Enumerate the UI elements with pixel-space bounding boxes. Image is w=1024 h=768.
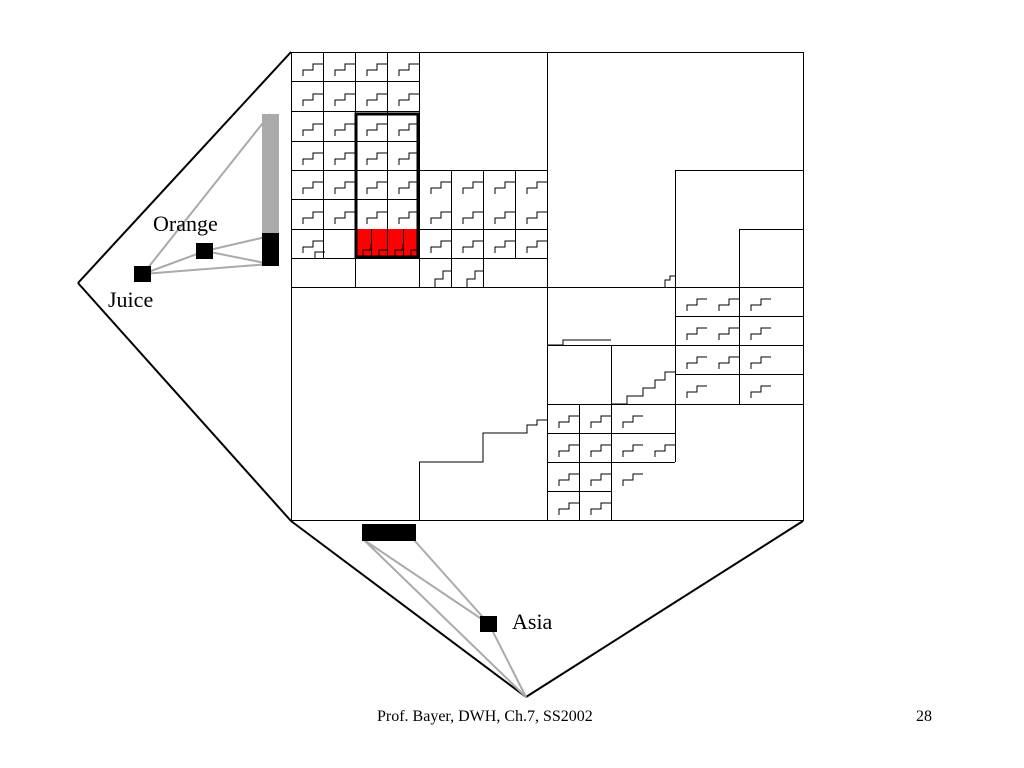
query-box xyxy=(354,112,420,259)
juice-node xyxy=(134,266,151,282)
orange-node xyxy=(196,243,213,259)
asia-node xyxy=(480,616,497,632)
asia-range-bar xyxy=(362,524,416,541)
bar-left-to-asia-line xyxy=(363,539,490,625)
partition-grid xyxy=(291,52,804,521)
orange-to-black-top-line xyxy=(204,235,271,252)
product-range-bar xyxy=(262,114,279,236)
query-result-region xyxy=(355,229,419,258)
left-projection-top-edge xyxy=(77,51,292,284)
left-projection-bottom-edge xyxy=(77,282,292,522)
projection-outline xyxy=(77,51,804,698)
juice-to-orange-line xyxy=(142,250,206,275)
orange-juice-range-bar xyxy=(262,233,279,266)
juice-label: Juice xyxy=(108,287,154,312)
asia-to-apex-line xyxy=(488,623,527,698)
bar-right-to-asia-line xyxy=(413,539,490,625)
bottom-projection-left-edge xyxy=(290,520,527,698)
asia-label: Asia xyxy=(512,609,553,634)
juice-to-range-bottom-line xyxy=(142,263,271,275)
hierarchy-lines xyxy=(142,113,527,698)
page-number: 28 xyxy=(916,708,932,725)
juice-to-range-top-line xyxy=(142,113,271,275)
orange-to-black-bottom-line xyxy=(204,250,271,265)
region-staircases xyxy=(302,63,771,515)
bottom-projection-right-edge xyxy=(525,520,804,698)
bar-left-to-apex-line xyxy=(363,539,527,698)
orange-label: Orange xyxy=(153,211,218,236)
slide-footer: Prof. Bayer, DWH, Ch.7, SS2002 xyxy=(377,708,593,725)
